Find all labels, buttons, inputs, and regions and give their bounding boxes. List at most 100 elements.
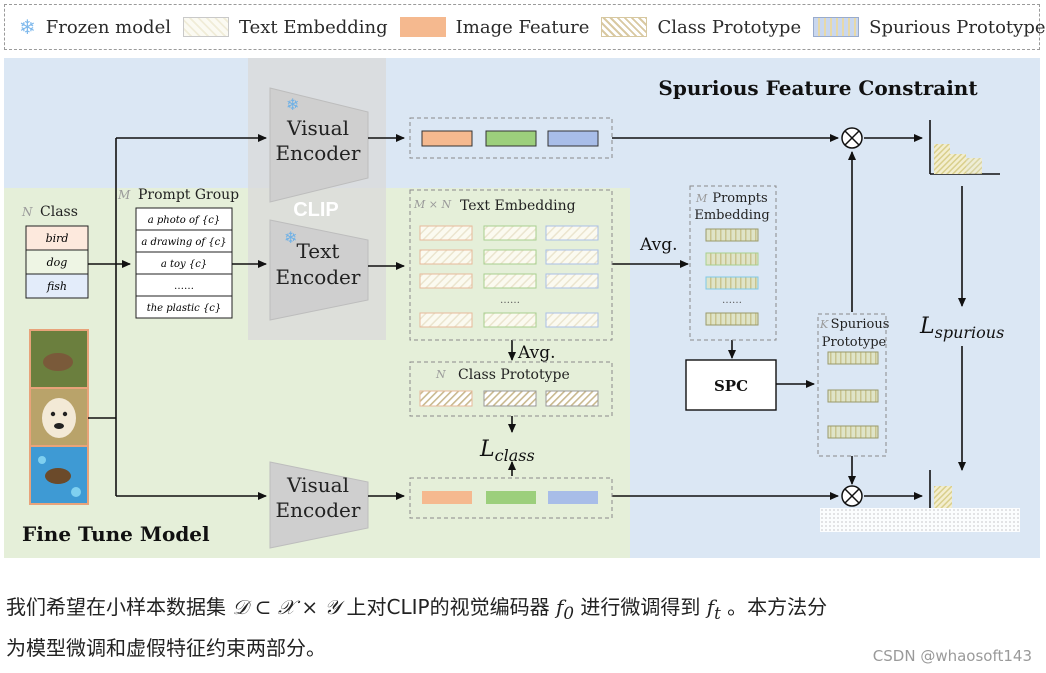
class-prototype xyxy=(419,390,473,407)
input-images xyxy=(29,329,89,505)
image-feature xyxy=(421,130,473,147)
l-spurious-loss: Lspurious xyxy=(919,314,1004,342)
class-item: fish xyxy=(46,280,67,293)
prompts-embedding-stack: …… xyxy=(705,228,759,326)
avg-label-2: Avg. xyxy=(639,235,677,255)
prompt-item: a photo of {c} xyxy=(148,215,220,226)
text-embedding-box xyxy=(409,189,613,341)
l-class-loss: Lclass xyxy=(479,437,535,465)
snowflake-icon: ❄ xyxy=(284,228,297,247)
class-item: dog xyxy=(47,256,68,269)
text-embedding-ellipsis: …… xyxy=(500,295,520,306)
visual-encoder-finetune-line1: Visual xyxy=(286,473,349,497)
image-feature xyxy=(547,130,599,147)
caption: 我们希望在小样本数据集 𝒟 ⊂ 𝒳 × 𝒴 上对CLIP的视觉编码器 f0 进行… xyxy=(6,590,1042,665)
visual-encoder-frozen-line1: Visual xyxy=(286,116,349,140)
class-n-label: N xyxy=(21,205,33,219)
prompt-item: …… xyxy=(174,281,194,292)
caption-text: 。本方法分 xyxy=(727,595,828,619)
class-prototype xyxy=(483,390,537,407)
prompt-group-title: Prompt Group xyxy=(138,187,239,203)
caption-text: 为模型微调和虚假特征约束两部分。 xyxy=(6,636,326,660)
caption-line-1: 我们希望在小样本数据集 𝒟 ⊂ 𝒳 × 𝒴 上对CLIP的视觉编码器 f0 进行… xyxy=(6,590,1042,631)
bird-image xyxy=(29,329,89,389)
caption-text: 上对CLIP的视觉编码器 xyxy=(346,595,550,619)
class-prototype-box xyxy=(409,361,613,417)
legend-class-prototype: Class Prototype xyxy=(601,17,801,38)
spc-title: Spurious Feature Constraint xyxy=(658,76,978,100)
multiply-node xyxy=(841,485,863,507)
prompt-group-m-label: M xyxy=(117,188,131,202)
snowflake-icon: ❄ xyxy=(286,95,299,114)
visual-encoder-finetune xyxy=(269,461,369,549)
visual-encoder-frozen xyxy=(269,87,369,203)
image-feature-swatch xyxy=(399,17,446,37)
spurious-prototype-k: K xyxy=(819,318,829,331)
text-embedding-swatch xyxy=(182,17,229,37)
legend-class-prototype-label: Class Prototype xyxy=(657,16,802,38)
text-encoder-line1: Text xyxy=(297,239,340,263)
visual-encoder-frozen-line2: Encoder xyxy=(276,141,361,165)
prompts-embedding-title-2: Embedding xyxy=(694,208,769,223)
caption-line-2: 为模型微调和虚假特征约束两部分。 xyxy=(6,631,1042,665)
spc-module-label: SPC xyxy=(714,377,748,395)
prompt-item: a toy {c} xyxy=(161,259,207,270)
spurious-prototype-title-1: Spurious xyxy=(831,317,890,332)
caption-text: 进行微调得到 xyxy=(580,595,701,619)
legend-frozen: ❄ Frozen model xyxy=(19,15,171,39)
spurious-prototype-title-2: Prototype xyxy=(822,335,887,350)
visual-encoder-finetune-line2: Encoder xyxy=(276,498,361,522)
text-embedding-prefix: M × N xyxy=(413,198,451,211)
caption-math: f0 xyxy=(555,595,574,623)
class-prototype xyxy=(545,390,599,407)
caption-text: 我们希望在小样本数据集 xyxy=(6,595,226,619)
caption-math: ft xyxy=(706,595,721,623)
spurious-distribution-bottom xyxy=(820,470,1020,532)
prompt-item: a drawing of {c} xyxy=(141,237,226,248)
snowflake-icon: ❄ xyxy=(19,15,36,39)
class-title: Class xyxy=(40,204,78,220)
spurious-distribution-top xyxy=(929,120,1000,175)
flow-lines xyxy=(88,134,966,500)
prompts-embedding-title-1: Prompts xyxy=(712,191,767,206)
spurious-prototype xyxy=(827,351,879,365)
legend: ❄ Frozen model Text Embedding Image Feat… xyxy=(4,4,1046,50)
prompts-embedding-box xyxy=(689,185,777,341)
legend-image-feature: Image Feature xyxy=(399,16,590,38)
text-encoder-line2: Encoder xyxy=(276,265,361,289)
spurious-prototype xyxy=(827,425,879,439)
class-prototype-n: N xyxy=(435,368,446,381)
image-feature xyxy=(485,130,537,147)
image-feature xyxy=(486,491,536,504)
prompts-embedding-ellipsis: …… xyxy=(722,295,742,306)
text-embedding-title: Text Embedding xyxy=(460,198,576,214)
finetune-image-feature-box xyxy=(409,477,613,519)
legend-frozen-label: Frozen model xyxy=(45,16,171,38)
text-embedding-grid: …… xyxy=(419,225,599,328)
spc-module xyxy=(685,359,777,411)
frozen-image-feature-box xyxy=(409,117,613,159)
spurious-prototype xyxy=(827,389,879,403)
class-item: bird xyxy=(46,232,69,245)
image-feature xyxy=(422,491,472,504)
prompt-group: a photo of {c} a drawing of {c} a toy {c… xyxy=(135,207,233,319)
avg-label-1: Avg. xyxy=(517,343,555,363)
dog-image xyxy=(42,398,76,438)
legend-text-embedding-label: Text Embedding xyxy=(238,16,388,38)
clip-label: CLIP xyxy=(293,199,339,221)
caption-math: 𝒟 ⊂ 𝒳 × 𝒴 xyxy=(232,595,341,619)
class-prototype-title: Class Prototype xyxy=(458,367,570,383)
class-list: bird dog fish xyxy=(25,225,89,299)
legend-spurious-prototype-label: Spurious Prototype xyxy=(869,16,1046,38)
class-prototype-swatch xyxy=(601,17,648,37)
image-feature xyxy=(548,491,598,504)
method-diagram: CLIP ❄ Visual Encoder ❄ Text Encoder Vis… xyxy=(4,58,1040,558)
watermark: CSDN @whaosoft143 xyxy=(872,647,1032,665)
legend-spurious-prototype: Spurious Prototype xyxy=(813,16,1046,38)
text-encoder xyxy=(269,219,369,321)
fine-tune-title: Fine Tune Model xyxy=(22,522,210,546)
spurious-prototype-swatch xyxy=(813,17,860,37)
prompts-embedding-m: M xyxy=(695,192,708,205)
legend-image-feature-label: Image Feature xyxy=(455,16,590,38)
legend-text-embedding: Text Embedding xyxy=(182,16,388,38)
